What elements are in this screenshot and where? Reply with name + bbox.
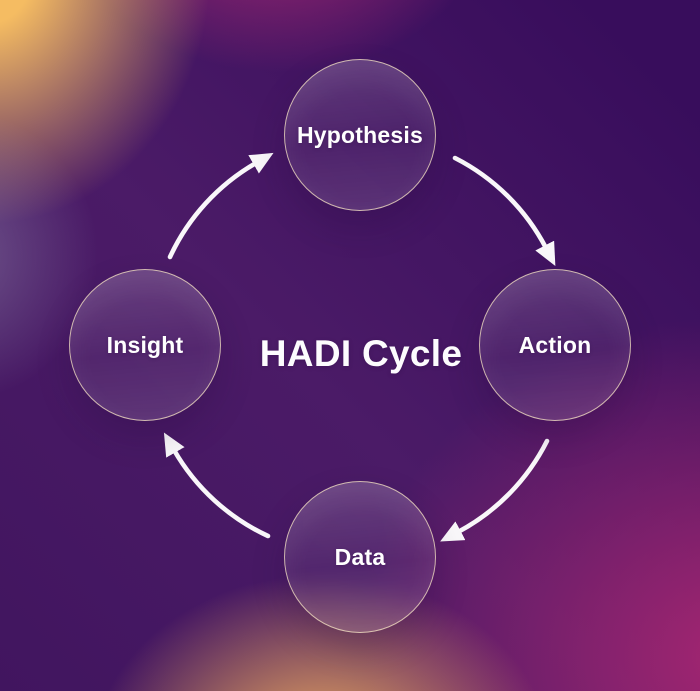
node-hypothesis-label: Hypothesis xyxy=(297,121,423,148)
arrow-data-to-insight-icon xyxy=(163,432,271,539)
node-insight-label: Insight xyxy=(106,331,184,358)
node-data: Data xyxy=(284,481,436,633)
node-insight: Insight xyxy=(69,269,221,421)
node-action: Action xyxy=(479,269,631,421)
diagram-title: HADI Cycle xyxy=(259,333,463,374)
arrow-action-to-data-icon xyxy=(440,438,550,542)
arrow-insight-to-hypothesis-icon xyxy=(167,152,274,260)
node-action-label: Action xyxy=(518,331,592,358)
node-data-label: Data xyxy=(334,543,386,570)
node-hypothesis: Hypothesis xyxy=(284,59,436,211)
arrow-hypothesis-to-action-icon xyxy=(452,155,556,266)
